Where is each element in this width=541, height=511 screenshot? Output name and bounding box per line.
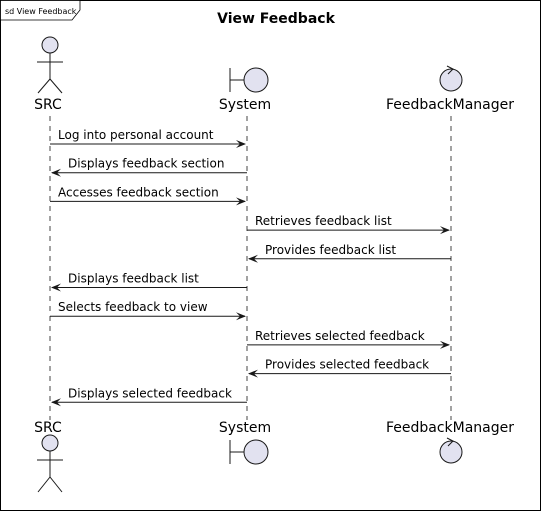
message-label: Displays feedback section	[68, 157, 224, 171]
message-1: Log into personal account	[50, 128, 246, 148]
message-3: Accesses feedback section	[50, 185, 246, 206]
message-label: Selects feedback to view	[58, 300, 208, 314]
message-arrowhead	[440, 226, 450, 235]
feedbackmanager-control-icon	[439, 65, 463, 92]
message-label: Retrieves selected feedback	[255, 329, 425, 343]
participant-system-label-top: System	[219, 97, 271, 113]
message-arrowhead	[51, 283, 61, 292]
message-6: Displays feedback list	[51, 272, 247, 292]
participant-feedbackmanager-label-top: FeedbackManager	[386, 97, 514, 113]
src-actor-icon	[37, 434, 63, 493]
message-arrowhead	[236, 312, 246, 321]
message-9: Provides selected feedback	[248, 358, 451, 378]
participant-feedbackmanager-label-bottom: FeedbackManager	[386, 420, 514, 436]
message-label: Provides feedback list	[265, 243, 396, 257]
message-label: Accesses feedback section	[58, 185, 219, 199]
participant-heads-top: SRC System FeedbackManager	[34, 36, 514, 113]
message-arrowhead	[51, 398, 61, 407]
system-boundary-icon	[229, 439, 269, 465]
message-8: Retrieves selected feedback	[247, 329, 450, 349]
message-label: Retrieves feedback list	[255, 214, 392, 228]
system-boundary-icon	[229, 67, 269, 93]
message-label: Displays selected feedback	[68, 386, 232, 400]
participant-src-label-top: SRC	[34, 97, 62, 113]
diagram-title: View Feedback	[217, 11, 335, 27]
message-arrowhead	[51, 168, 61, 177]
frame-label-box	[0, 0, 81, 21]
message-2: Displays feedback section	[51, 157, 247, 177]
message-arrowhead	[248, 369, 258, 378]
message-label: Displays feedback list	[68, 272, 199, 286]
message-7: Selects feedback to view	[50, 300, 246, 321]
feedbackmanager-control-icon	[439, 437, 463, 464]
participant-heads-bottom: SRC System FeedbackManager	[34, 420, 514, 493]
participant-system-label-bottom: System	[219, 420, 271, 436]
message-10: Displays selected feedback	[51, 386, 247, 407]
src-actor-icon	[37, 36, 63, 94]
lifelines	[49, 116, 452, 420]
message-arrowhead	[236, 140, 246, 148]
message-arrowhead	[248, 254, 258, 263]
message-arrowhead	[236, 197, 246, 206]
message-4: Retrieves feedback list	[247, 214, 450, 235]
message-label: Log into personal account	[58, 128, 214, 142]
message-label: Provides selected feedback	[265, 358, 429, 372]
participant-src-label-bottom: SRC	[34, 420, 62, 436]
message-arrowhead	[440, 340, 450, 349]
message-5: Provides feedback list	[248, 243, 451, 263]
frame-label: sd View Feedback	[5, 7, 77, 16]
